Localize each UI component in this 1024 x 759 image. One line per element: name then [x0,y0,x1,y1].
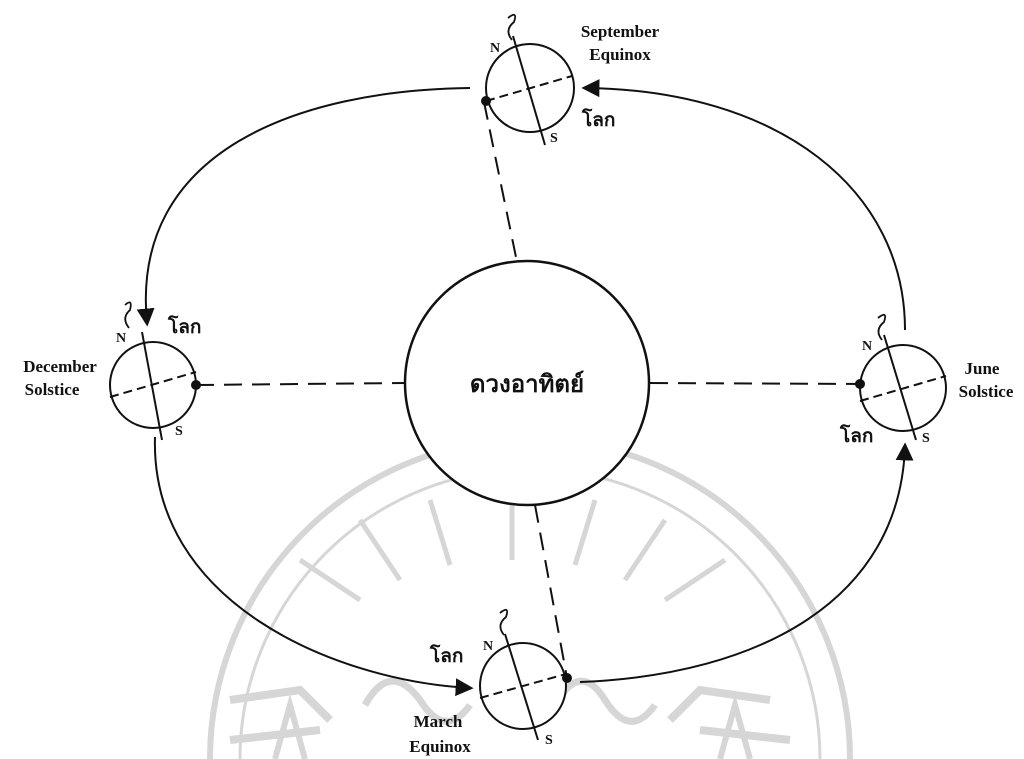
march-label-line1: March [414,712,463,731]
dashed-line-june [649,382,861,385]
south-pole-label: S [922,431,930,446]
rotation-arrow-icon [877,313,887,341]
earth-june-equator [859,375,947,402]
sun-label: ดวงอาทิตย์ [470,370,584,398]
september-label-line1: September [581,22,660,41]
earth-june-axis [883,334,917,441]
sun: ดวงอาทิตย์ [403,259,651,507]
december-label-line2: Solstice [25,380,80,399]
march-label-line2: Equinox [409,737,471,756]
earth-march-equator [479,673,567,699]
earth-label: โลก [581,108,615,131]
dashed-line-december [195,382,406,386]
june-label-line2: Solstice [959,382,1014,401]
earth-september-point [481,96,491,106]
earth-september: N S โลก September Equinox [481,13,660,146]
north-pole-label: N [483,639,493,654]
orbit-arc-december-to-march [153,436,474,697]
earth-december: N S โลก December Solstice [23,301,201,441]
orbit-arc-march-to-june [579,442,914,683]
orbit-arc-june-to-september [581,79,906,331]
december-label-line1: December [23,357,97,376]
orbit-path [136,79,914,697]
south-pole-label: S [175,424,183,439]
south-pole-label: S [550,131,558,146]
earth-label: โลก [429,644,463,667]
june-label-line1: June [965,359,1000,378]
rotation-arrow-icon [499,608,509,636]
earth-label: โลก [839,424,873,447]
dashed-line-march [534,504,568,679]
earth-june-point [855,379,865,389]
earth-december-point [191,380,201,390]
north-pole-label: N [862,339,872,354]
orbit-arc-september-to-december [136,87,471,327]
earth-december-equator [109,371,197,398]
earth-march: N S โลก March Equinox [409,608,572,756]
earth-label: โลก [167,315,201,338]
sun-earth-lines [195,101,861,679]
rotation-arrow-icon [507,13,517,41]
earth-march-point [562,673,572,683]
rotation-arrow-icon [124,301,132,329]
earth-september-equator [485,75,573,102]
north-pole-label: N [490,41,500,56]
september-label-line2: Equinox [589,45,651,64]
sun-circle [403,259,651,507]
earth-december-axis [141,331,163,441]
earth-june: N S โลก June Solstice [839,313,1014,447]
north-pole-label: N [116,331,126,346]
earth-september-axis [512,35,546,146]
south-pole-label: S [545,733,553,748]
